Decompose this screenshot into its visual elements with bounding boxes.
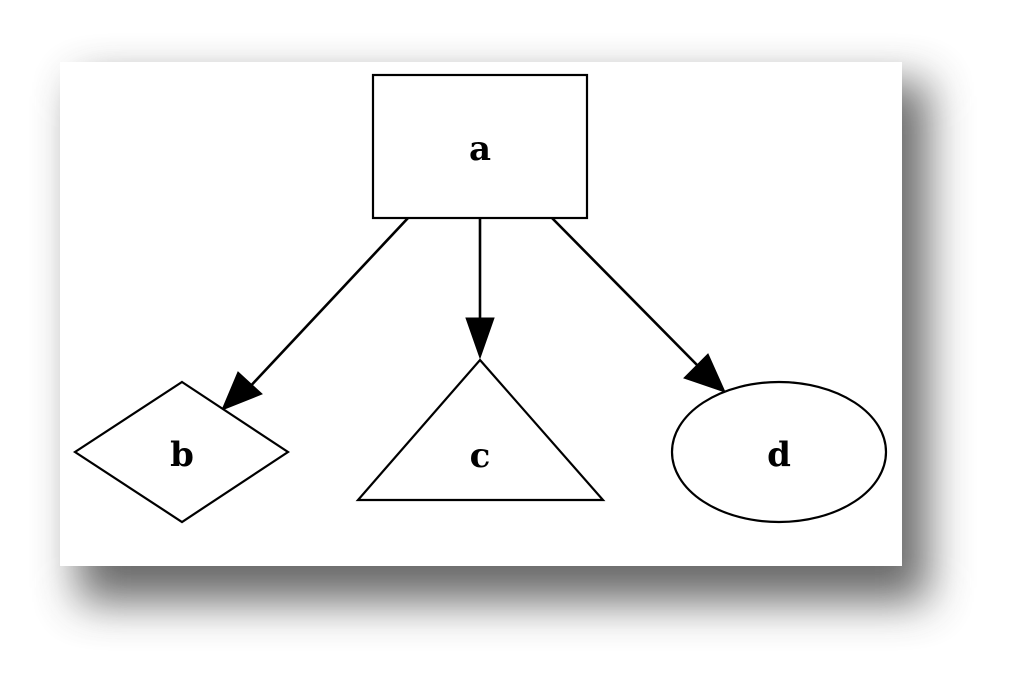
node-d-ellipse: [670, 380, 888, 524]
edge-a-d-arrowhead: [683, 353, 726, 393]
node-b-label: b: [170, 435, 194, 475]
edge-a-c-arrowhead: [465, 317, 495, 360]
edge-a-d: [551, 217, 726, 393]
node-a: a: [371, 73, 589, 220]
node-c: c: [355, 358, 606, 502]
node-d-label: d: [767, 435, 791, 475]
edge-a-d-line: [551, 217, 701, 369]
node-c-triangle: [355, 358, 606, 502]
node-a-box: [371, 73, 589, 220]
edge-a-b-line: [244, 217, 409, 393]
node-c-label: c: [470, 436, 491, 476]
edge-a-b: [221, 217, 409, 411]
edge-a-b-arrowhead: [221, 371, 263, 411]
node-b-diamond: [72, 380, 290, 524]
node-a-label: a: [469, 129, 491, 169]
edge-a-c: [465, 218, 495, 360]
node-d: d: [670, 380, 888, 524]
node-b: b: [72, 380, 290, 524]
